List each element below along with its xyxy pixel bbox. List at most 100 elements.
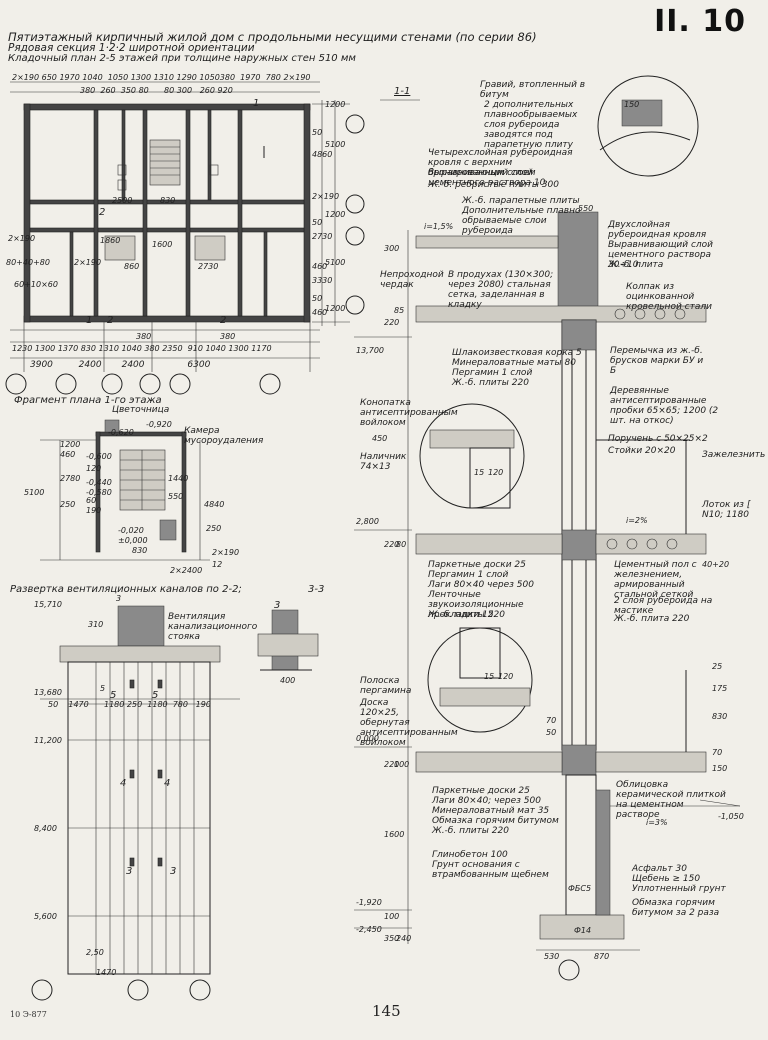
plan-inner-label: 80+40+80 xyxy=(6,258,50,267)
level-mark: 8,400 xyxy=(34,824,57,833)
section-callout: 2 слоя рубероида на мастике xyxy=(614,596,713,616)
section-dim: 80 xyxy=(396,540,407,549)
level-mark: -1,050 xyxy=(718,812,744,821)
section-callout: Ж.-б. парапетные плиты xyxy=(462,196,580,206)
razv-number: 5 xyxy=(110,690,117,701)
plan-inner-label: 60+10×60 xyxy=(14,280,58,289)
section-callout: Ж.-б. плиты 220 xyxy=(428,610,505,620)
block-label: Ф14 xyxy=(574,926,592,935)
razv-title: Развертка вентиляционных каналов по 2-2; xyxy=(10,584,242,595)
razv-number: 5 xyxy=(152,690,159,701)
section-callout: Конопатка антисептированным войлоком xyxy=(360,398,458,428)
fragment-dim: 250 xyxy=(206,524,222,533)
section-dim: 100 xyxy=(394,760,410,769)
level-mark: ±0,000 xyxy=(118,536,148,545)
section-dim: 220 xyxy=(384,540,400,549)
plan-inner-label: 860 xyxy=(124,262,140,271)
wall-section xyxy=(354,75,741,981)
floor-plan xyxy=(10,81,350,372)
level-mark: 13,680 xyxy=(34,688,62,697)
fragment-dim: 2×2400 xyxy=(170,566,203,575)
fragment-dim: 1440 xyxy=(168,474,189,483)
razv-dim: 400 xyxy=(280,676,296,685)
razv-number: 4 xyxy=(164,778,171,789)
section-callout: Доска 120×25, обернутая антисептированны… xyxy=(360,698,458,748)
fragment-dim: 2×190 xyxy=(212,548,240,557)
section-callout: Полоска пергамина xyxy=(360,676,412,696)
razv-dim: 5 xyxy=(100,684,106,693)
level-mark: 13,700 xyxy=(356,346,384,355)
plan-right-dim: 5100 xyxy=(325,258,346,267)
section-callout: Щебень ≥ 150 xyxy=(632,874,701,884)
section-callout: Шлакоизвестковая корка 5 xyxy=(452,348,582,358)
plan-right-dim: 1200 xyxy=(325,304,346,313)
razv-number: 3 xyxy=(126,866,133,877)
section-dim: 15 xyxy=(484,672,495,681)
razv-label: Вентиляция канализационного стояка xyxy=(168,612,258,642)
razv-title-cut: 3-3 xyxy=(308,584,325,595)
section-dim: 830 xyxy=(712,712,728,721)
section-callout: 2 дополнительных плавнообрываемых слоя р… xyxy=(484,100,578,150)
section-title: 1-1 xyxy=(394,86,411,97)
plan-bottom-dims-1: 1230 1300 1370 830 1310 1040 380 2350 91… xyxy=(12,344,272,353)
fragment-dim: 120 xyxy=(86,464,102,473)
plan-right-dim-2: 460 xyxy=(312,308,328,317)
level-mark: -0,920 xyxy=(146,420,172,429)
plan-inner-label: 2×190 xyxy=(74,258,102,267)
section-callout: Зажелезнить xyxy=(702,450,766,460)
section-dim: 1600 xyxy=(384,830,405,839)
razv-dim: 3 xyxy=(116,594,122,603)
level-mark: -2,450 xyxy=(356,925,382,934)
plan-right-dim: 1200 xyxy=(325,210,346,219)
section-callout: Выравнивающий слой цементного раствора 1… xyxy=(428,168,546,188)
section-dim: 530 xyxy=(544,952,560,961)
plan-right-dim-2: 2×190 xyxy=(312,192,340,201)
plan-inner-label: 1600 xyxy=(152,240,173,249)
section-dim: 450 xyxy=(372,434,388,443)
section-callout: В продухах (130×300; через 2080) стальна… xyxy=(448,270,554,310)
section-callout: Паркетные доски 25 xyxy=(428,560,526,570)
fragment-dim: 250 xyxy=(60,500,76,509)
section-callout: Гравий, втопленный в битум xyxy=(480,80,586,100)
level-mark: 0,000 xyxy=(356,734,379,743)
section-dim: 100 xyxy=(384,912,400,921)
block-label: ФБС5 xyxy=(568,884,592,893)
section-dim: 240 xyxy=(396,934,412,943)
section-marker: 1 xyxy=(253,98,260,109)
slope-mark: i=2% xyxy=(626,516,648,525)
plan-inner-label: 2×190 xyxy=(8,234,36,243)
section-dim: 70 xyxy=(546,716,557,725)
plan-right-dim: 2730 xyxy=(312,232,333,241)
fragment-dim: 12 xyxy=(212,560,223,569)
section-marker: 1 xyxy=(86,315,93,326)
fragment-dim: 460 xyxy=(60,450,76,459)
section-callout: Лоток из [ N10; 1180 xyxy=(702,500,751,520)
section-dim: 175 xyxy=(712,684,728,693)
section-dim: 25 xyxy=(712,662,723,671)
section-dim: 300 xyxy=(384,244,400,253)
sheet-number: II. 10 xyxy=(654,4,746,39)
razv-number: 3 xyxy=(170,866,177,877)
fragment-dim: 830 xyxy=(132,546,148,555)
title-line-1: Пятиэтажный кирпичный жилой дом с продол… xyxy=(8,30,537,44)
level-mark: -0,020 xyxy=(118,526,144,535)
section-callout: Ж.-б. плита 220 xyxy=(614,614,690,624)
fragment-dim: 60 xyxy=(86,496,97,505)
plan-right-dim-2: 50 xyxy=(312,128,323,137)
section-dim: 85 xyxy=(394,306,405,315)
fragment-dim: 1200 xyxy=(60,440,81,449)
section-callout: Дополнительные плавно обрываемые слои ру… xyxy=(462,206,581,236)
razv-marker: 3 xyxy=(274,600,281,611)
section-dim: 70 xyxy=(712,748,723,757)
section-callout: Пергамин 1 слой xyxy=(428,570,509,580)
section-callout: Обмазка горячим битумом за 2 раза xyxy=(632,898,720,918)
slope-mark: i=1,5% xyxy=(424,222,454,231)
fragment-dim: 4840 xyxy=(204,500,225,509)
section-dim: 15 xyxy=(474,468,485,477)
section-callout: Глинобетон 100 xyxy=(432,850,508,860)
section-dim: 120 xyxy=(488,468,504,477)
section-callout: Цементный пол с железнением, армированны… xyxy=(614,560,697,600)
section-callout: Стойки 20×20 xyxy=(608,446,676,456)
fragment-title: Фрагмент плана 1-го этажа xyxy=(14,395,162,406)
section-callout: Обмазка горячим битумом xyxy=(432,816,559,826)
